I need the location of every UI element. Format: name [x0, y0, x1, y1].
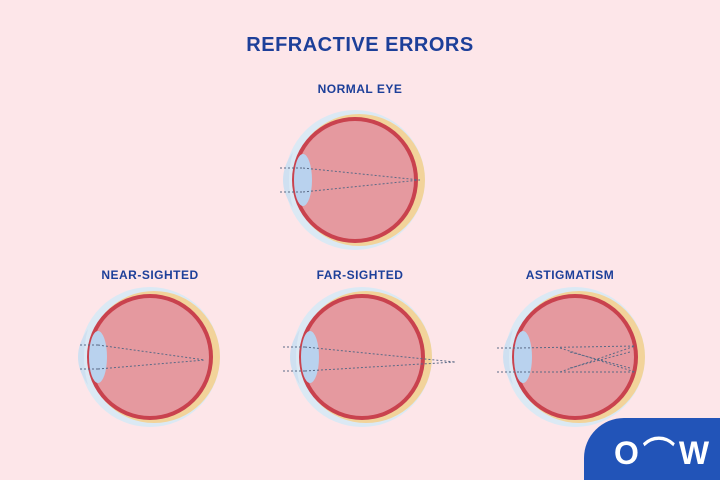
label-far-sighted: FAR-SIGHTED — [316, 268, 404, 282]
brand-logo: O⌒W — [584, 418, 720, 480]
far-sighted-light-rays — [283, 346, 456, 372]
label-astigmatism: ASTIGMATISM — [525, 268, 615, 282]
far-sighted-eye — [283, 287, 456, 427]
astigmatism-eye — [497, 287, 645, 427]
label-normal-eye: NORMAL EYE — [317, 82, 403, 96]
normal-eye — [280, 110, 425, 250]
near-sighted-light-rays — [80, 344, 206, 370]
astigmatism-light-rays — [497, 345, 636, 373]
logo-text: O⌒W — [614, 435, 714, 471]
label-near-sighted: NEAR-SIGHTED — [101, 268, 199, 282]
near-sighted-eye — [78, 287, 220, 427]
diagram-title: REFRACTIVE ERRORS — [246, 34, 474, 56]
